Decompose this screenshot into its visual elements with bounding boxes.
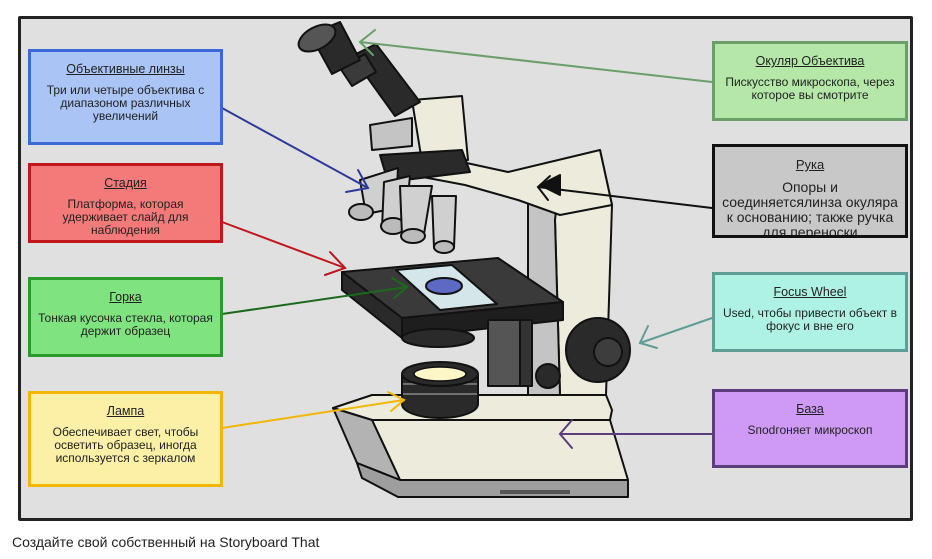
label-title: Объективные линзы — [66, 62, 185, 76]
label-title: База — [796, 402, 824, 416]
label-title: Стадия — [104, 176, 147, 190]
microscope-base-front — [371, 419, 629, 481]
label-title: Focus Wheel — [773, 285, 847, 299]
arrow-stage — [221, 221, 347, 276]
label-description: Пискусство микроскопа, через которое вы … — [725, 75, 895, 102]
label-description: Три или четыре объектива с диапазоном ра… — [46, 83, 205, 123]
label-title: Лампа — [106, 404, 145, 418]
label-lamp: Лампа Обеспечивает свет, чтобы осветить … — [28, 391, 223, 487]
arrow-lamp — [221, 391, 406, 429]
label-stage: Стадия Платформа, которая удерживает сла… — [28, 163, 223, 243]
label-description: Платформа, которая удерживает слайд для … — [62, 197, 189, 237]
arrow-slide — [221, 277, 409, 315]
microscope-base-bottom — [356, 462, 629, 498]
arrow-objectives — [221, 107, 370, 193]
specimen — [425, 277, 463, 295]
focus-block — [487, 319, 521, 387]
label-title: Окуляр Объектива — [755, 54, 865, 68]
label-objective-lenses: Объективные линзы Три или четыре объекти… — [28, 49, 223, 145]
condenser — [401, 328, 475, 348]
label-description: Sпodгоняет микроскоп — [747, 423, 873, 437]
label-title: Рука — [795, 157, 825, 172]
label-focus-wheel: Focus Wheel Used, чтобы привести объект … — [712, 272, 908, 352]
label-eyepiece: Окуляр Объектива Пискусство микроскопа, … — [712, 41, 908, 121]
footer-credit[interactable]: Создайте свой собственный на Storyboard … — [12, 534, 320, 550]
focus-block-side — [519, 319, 533, 387]
label-slide: Горка Тонкая кусочка стекла, которая дер… — [28, 277, 223, 357]
focus-wheel-inner — [593, 337, 623, 367]
eyepiece-lens — [297, 23, 337, 53]
arrow-base — [558, 419, 713, 449]
label-description: Тонкая кусочка стекла, которая держит об… — [38, 311, 213, 338]
label-description: Опоры и соединяетсялинза окуляра к основ… — [722, 179, 898, 238]
head-shade — [369, 117, 413, 151]
label-description: Обеспечивает свет, чтобы осветить образе… — [52, 425, 199, 465]
arrow-eyepiece — [358, 29, 713, 83]
base-vent — [500, 490, 570, 494]
label-description: Used, чтобы привести объект в фокус и вн… — [722, 306, 898, 333]
fine-focus-knob — [535, 363, 561, 389]
label-base: База Sпodгоняет микроскоп — [712, 389, 908, 468]
label-arm: Рука Опоры и соединяетсялинза окуляра к … — [712, 144, 908, 238]
microscope-head — [411, 95, 469, 163]
arrow-focus — [638, 317, 713, 349]
arrow-arm — [536, 175, 713, 209]
objective-lenses — [348, 167, 457, 254]
label-title: Горка — [109, 290, 142, 304]
